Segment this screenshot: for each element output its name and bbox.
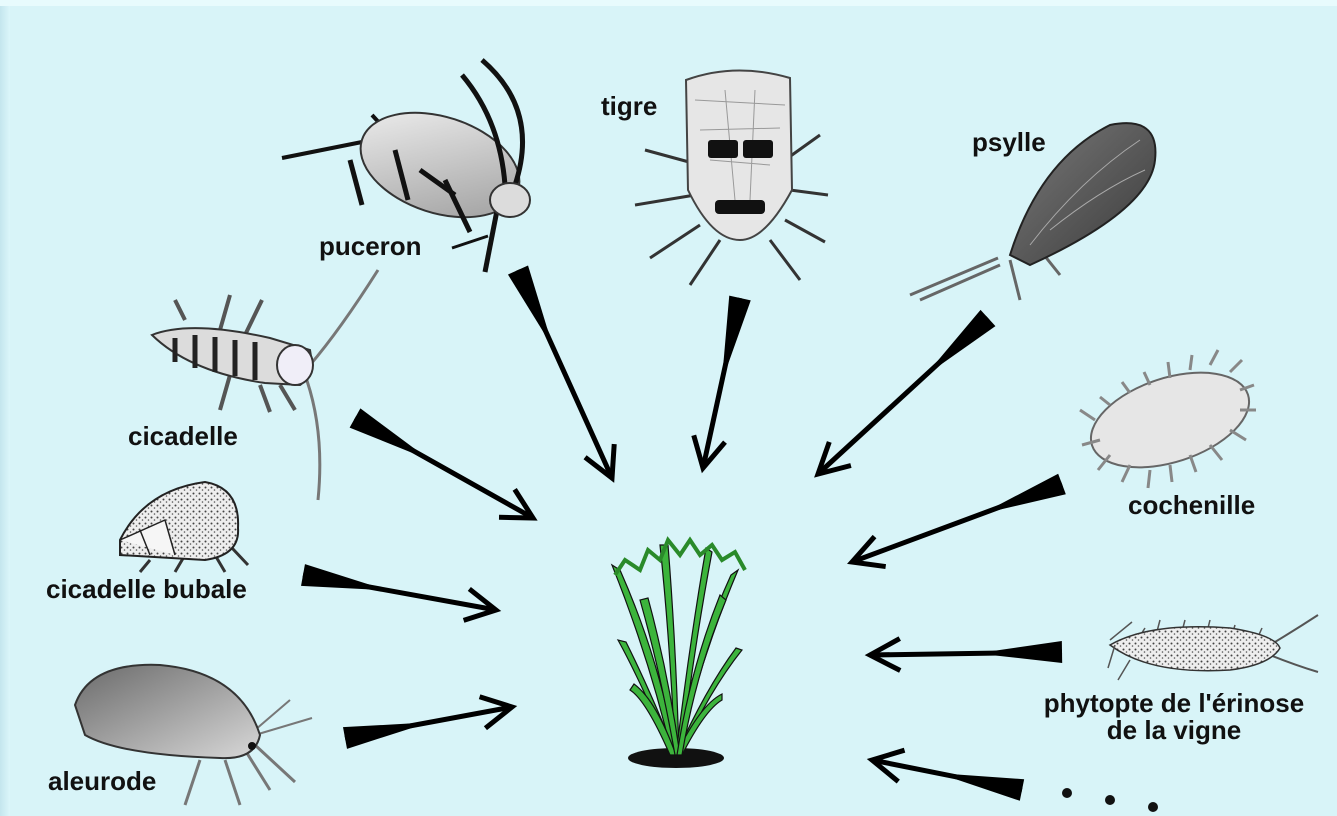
label-aleurode: aleurode [48, 768, 156, 794]
arrow-from-cochenille [852, 474, 1066, 567]
arrow-from-tigre [694, 296, 751, 468]
arrow-from-aleurode [343, 697, 512, 749]
mealybug-icon [1079, 350, 1261, 488]
label-psylle: psylle [972, 129, 1046, 155]
label-tigre: tigre [601, 93, 657, 119]
label-phytopte: phytopte de l'érinose de la vigne [1015, 690, 1333, 745]
label-puceron: puceron [319, 233, 422, 259]
arrow-from-more [872, 750, 1024, 801]
arrow-from-phytopte [870, 639, 1062, 671]
buffalo-treehopper-icon [120, 482, 248, 572]
label-phytopte-line1: phytopte de l'érinose [1015, 690, 1333, 717]
label-phytopte-line2: de la vigne [1015, 717, 1333, 744]
arrow-from-cicadelle [350, 408, 533, 518]
thrips-icon [635, 70, 828, 285]
gall-mite-icon [1108, 615, 1318, 680]
rice-plant-icon [612, 540, 745, 768]
label-cicadelle: cicadelle [128, 423, 238, 449]
arrow-from-psylle [818, 310, 995, 474]
leafhopper-icon [152, 270, 378, 500]
label-cochenille: cochenille [1128, 492, 1255, 518]
ellipsis-dots [1062, 788, 1158, 812]
arrow-from-cicadelle-bubale [301, 564, 496, 620]
arrow-from-puceron [508, 265, 614, 478]
label-cicadelle-bubale: cicadelle bubale [46, 576, 247, 602]
